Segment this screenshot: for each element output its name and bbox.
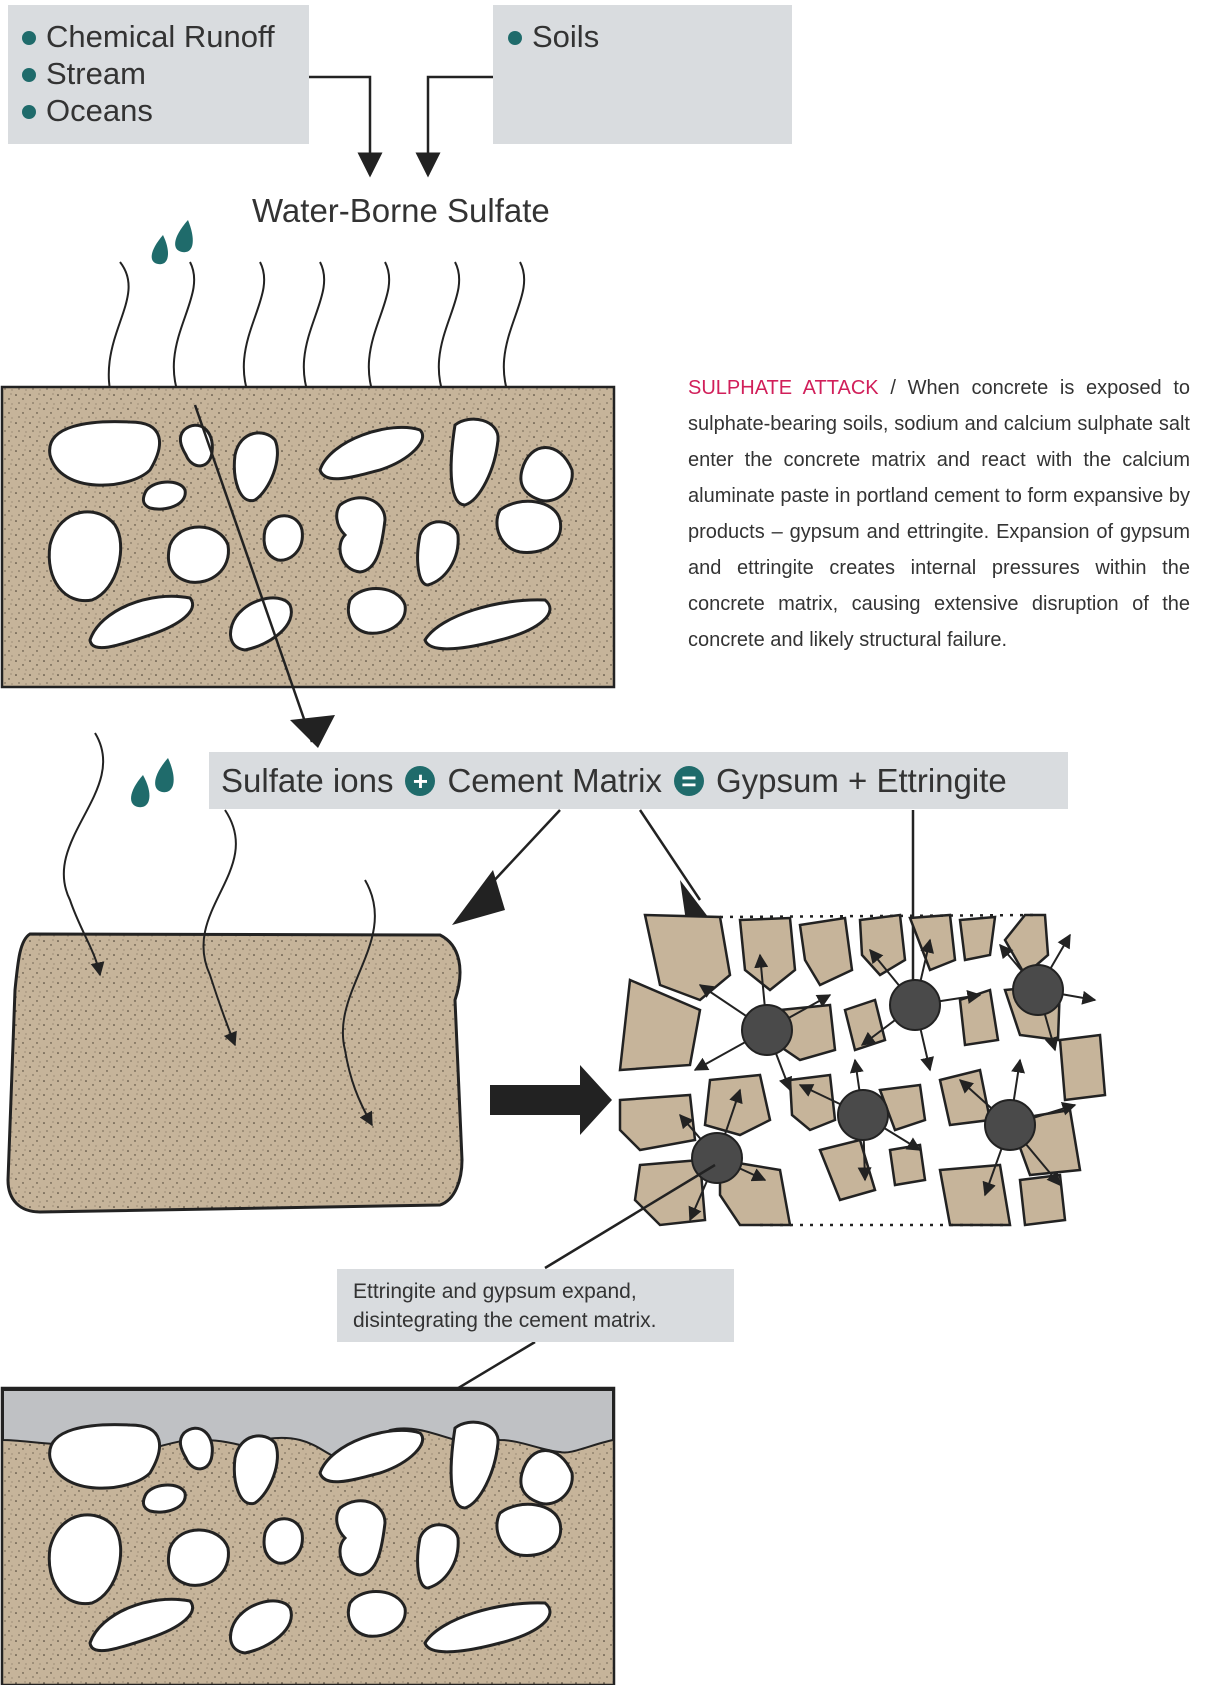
equation-term-cement-matrix: Cement Matrix	[447, 762, 662, 800]
gypsum-ettringite-crystal	[1013, 965, 1063, 1015]
sulphate-attack-description: SULPHATE ATTACK / When concrete is expos…	[688, 370, 1190, 658]
water-drop-icon	[152, 220, 193, 264]
description-body: When concrete is exposed to sulphate-bea…	[688, 377, 1190, 651]
gypsum-ettringite-crystal	[742, 1005, 792, 1055]
source-connectors	[309, 77, 493, 175]
equation-result: Gypsum + Ettringite	[716, 762, 1007, 800]
gypsum-ettringite-crystal	[838, 1090, 888, 1140]
equals-icon: =	[674, 766, 704, 796]
water-drop-icon	[131, 758, 174, 807]
expansion-note: Ettringite and gypsum expand, disintegra…	[337, 1269, 734, 1342]
concrete-slab	[8, 934, 462, 1212]
plus-icon: +	[405, 766, 435, 796]
description-separator: /	[879, 377, 908, 399]
equation-term-sulfate-ions: Sulfate ions	[221, 762, 393, 800]
gypsum-ettringite-crystal	[890, 980, 940, 1030]
transformation-arrow	[490, 1065, 612, 1135]
description-heading: SULPHATE ATTACK	[688, 377, 879, 399]
gypsum-ettringite-crystal	[985, 1100, 1035, 1150]
reaction-equation: Sulfate ions + Cement Matrix = Gypsum + …	[209, 752, 1068, 809]
